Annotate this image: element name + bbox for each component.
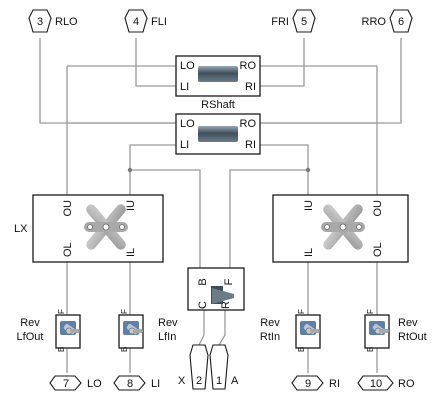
svg-text:7: 7 — [63, 378, 69, 390]
svg-text:RO: RO — [240, 60, 257, 72]
svg-text:F: F — [366, 309, 375, 314]
junction-dot-right — [305, 167, 311, 173]
svg-text:RI: RI — [245, 139, 256, 151]
svg-text:5: 5 — [301, 16, 307, 28]
rev-lfout-block[interactable]: F B Rev LfOut — [17, 309, 81, 352]
svg-text:10: 10 — [370, 378, 382, 390]
svg-text:LO: LO — [180, 118, 195, 130]
port-4[interactable]: 4 FLI — [124, 9, 167, 33]
svg-text:IL: IL — [125, 248, 137, 257]
svg-text:IU: IU — [125, 200, 137, 211]
svg-text:B: B — [120, 347, 129, 352]
port-4-label: FLI — [151, 16, 167, 28]
rshaft-name: RShaft — [201, 99, 235, 111]
svg-text:RI: RI — [245, 81, 256, 93]
rev-rtin-line2: RtIn — [260, 331, 280, 343]
port-9[interactable]: 9 RI — [291, 375, 340, 391]
wires — [39, 38, 402, 373]
clutch-icon — [211, 286, 234, 304]
rev-lfin-block[interactable]: F B Rev LfIn — [118, 309, 178, 352]
port-3[interactable]: 3 RLO — [28, 9, 78, 33]
lx-block[interactable]: LX OU IU OL IL — [14, 194, 164, 263]
center-block[interactable]: B F C R — [187, 267, 245, 311]
svg-text:8: 8 — [127, 378, 133, 390]
rev-rtout-line1: Rev — [398, 317, 418, 329]
svg-text:2: 2 — [196, 375, 202, 387]
rev-lfout-line2: LfOut — [17, 331, 44, 343]
rx-crossover-icon — [321, 204, 365, 250]
svg-text:RO: RO — [240, 118, 257, 130]
port-1-label: A — [231, 375, 239, 387]
port-8-label: LI — [151, 378, 160, 390]
rev-lfin-line1: Rev — [158, 317, 178, 329]
svg-text:LO: LO — [180, 60, 195, 72]
svg-text:IL: IL — [303, 248, 315, 257]
port-8[interactable]: 8 LI — [113, 375, 160, 391]
svg-text:B: B — [57, 347, 66, 352]
rev-lfout-line1: Rev — [20, 317, 40, 329]
svg-text:B: B — [297, 347, 306, 352]
port-7[interactable]: 7 LO — [49, 375, 102, 391]
rev-lfin-line2: LfIn — [158, 331, 176, 343]
port-5-label: FRI — [271, 16, 289, 28]
svg-text:4: 4 — [133, 16, 139, 28]
svg-text:9: 9 — [305, 378, 311, 390]
svg-text:OU: OU — [372, 200, 384, 217]
svg-text:R: R — [220, 301, 232, 309]
port-3-label: RLO — [55, 16, 78, 28]
port-1[interactable]: 1 A — [209, 344, 239, 390]
svg-text:3: 3 — [37, 16, 43, 28]
svg-text:F: F — [223, 278, 235, 285]
port-7-label: LO — [87, 378, 102, 390]
rev-rtout-block[interactable]: F B Rev RtOut — [364, 309, 427, 352]
port-2[interactable]: 2 X — [178, 344, 209, 390]
svg-text:B: B — [197, 278, 209, 285]
svg-text:IU: IU — [303, 200, 315, 211]
svg-text:LI: LI — [180, 139, 189, 151]
svg-text:1: 1 — [216, 375, 222, 387]
port-6[interactable]: 6 RRO — [362, 9, 413, 33]
port-2-label: X — [178, 375, 186, 387]
port-5[interactable]: 5 FRI — [271, 9, 316, 33]
rev-rtout-line2: RtOut — [398, 331, 427, 343]
junction-dot-left — [127, 167, 133, 173]
port-10-label: RO — [398, 378, 415, 390]
svg-text:6: 6 — [398, 16, 404, 28]
rev-rtin-block[interactable]: F B Rev RtIn — [260, 309, 321, 352]
svg-text:B: B — [366, 347, 375, 352]
lx-name: LX — [14, 223, 28, 235]
svg-text:F: F — [120, 309, 129, 314]
port-9-label: RI — [329, 378, 340, 390]
rx-block[interactable]: IU OU IL OL — [272, 194, 409, 263]
middle-shaft-block[interactable]: LO RO LI RI — [175, 113, 261, 155]
svg-text:F: F — [57, 309, 66, 314]
rev-rtin-line1: Rev — [260, 317, 280, 329]
svg-text:LI: LI — [180, 81, 189, 93]
port-10[interactable]: 10 RO — [357, 375, 415, 391]
svg-text:OU: OU — [62, 200, 74, 217]
svg-text:C: C — [197, 301, 209, 309]
rshaft-block[interactable]: LO RO LI RI RShaft — [175, 55, 261, 111]
svg-text:OL: OL — [372, 242, 384, 257]
port-6-label: RRO — [362, 16, 387, 28]
svg-text:OL: OL — [62, 242, 74, 257]
lx-crossover-icon — [84, 204, 128, 250]
svg-text:F: F — [297, 309, 306, 314]
